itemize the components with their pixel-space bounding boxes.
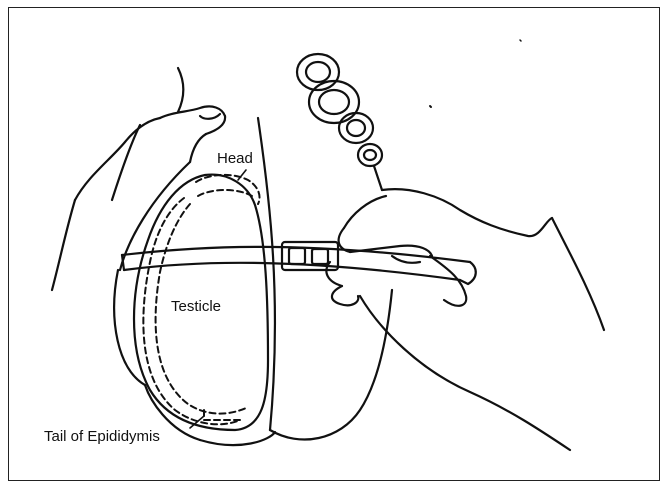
head-label: Head — [217, 150, 253, 167]
scrotum-outline — [114, 118, 392, 445]
left-hand — [52, 68, 225, 290]
testicle-label: Testicle — [171, 298, 221, 315]
orchidometer-beads — [297, 54, 382, 190]
right-hand — [326, 189, 604, 450]
tail-of-epididymis-label: Tail of Epididymis — [44, 428, 160, 445]
